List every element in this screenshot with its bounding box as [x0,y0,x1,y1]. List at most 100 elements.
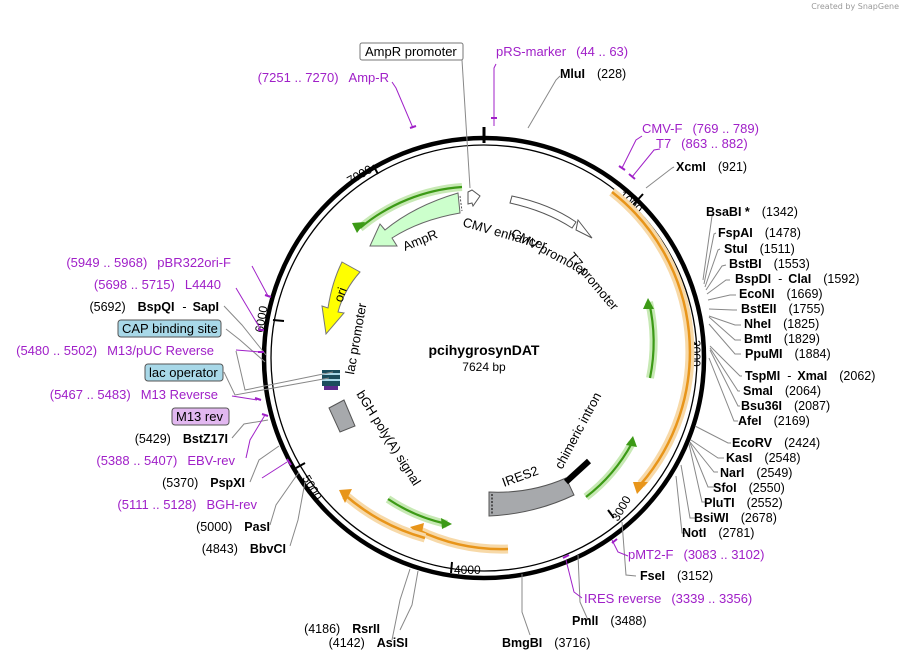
svg-text:BmtI(1829): BmtI(1829) [744,332,820,346]
m13-rev-label: M13 rev [176,409,223,424]
tick-label-6000: 6000 [252,304,270,333]
chimeric-intron-marker [563,458,592,485]
tick-label-4000: 4000 [454,563,481,577]
svg-text:(5949 .. 5968)pBR322ori-F: (5949 .. 5968)pBR322ori-F [66,255,231,270]
svg-text:SfoI(2550): SfoI(2550) [713,481,785,495]
site-tspmi-pos: (2062) [839,369,875,383]
site-bstz17i-pos: (5429) [135,432,171,446]
lac-operator-box [322,370,340,390]
svg-text:Bsu36I(2087): Bsu36I(2087) [741,399,830,413]
primer-ires-reverse-range: (3339 .. 3356) [671,591,752,606]
site-pmli: PmlI [572,614,598,628]
ampr-promoter-box-label: AmpR promoter [365,44,457,59]
site-xmai: XmaI [797,369,827,383]
svg-text:FspAI(1478): FspAI(1478) [718,226,801,240]
site-kasi: KasI [726,451,752,465]
svg-text:BspDI-ClaI(1592): BspDI-ClaI(1592) [735,272,859,286]
plasmid-name: pcihygrosynDAT [429,342,540,358]
svg-text:(5698 .. 5715)L4440: (5698 .. 5715)L4440 [94,277,221,292]
site-bsiwi: BsiWI [694,511,729,525]
ampr-label: AmpR [401,226,440,253]
primer-pmt2-f: pMT2-F [628,547,674,562]
svg-text:XcmI(921): XcmI (921) [676,160,747,174]
svg-text:CMV-F(769 .. 789): CMV-F(769 .. 789) [642,121,759,136]
site-bsu36i: Bsu36I [741,399,782,413]
svg-text:MluI(228): MluI(228) [560,67,626,81]
site-bsabi: BsaBI * [706,205,750,219]
site-smai-pos: (2064) [785,384,821,398]
site-ppumi-pos: (1884) [795,347,831,361]
primer-pbr322ori-f-range: (5949 .. 5968) [66,255,147,270]
svg-text:T7(863 .. 882): T7(863 .. 882) [656,136,748,151]
site-tspmi: TspMI [745,369,780,383]
site-xcmi-pos: (921) [718,160,747,174]
primer-m13-puc-reverse-range: (5480 .. 5502) [16,343,97,358]
site-ppumi: PpuMI [745,347,783,361]
site-xcmi: XcmI [676,160,706,174]
cap-binding-site-box: CAP binding site [117,319,222,338]
site-asisi-pos: (4142) [329,636,365,650]
svg-text:pMT2-F(3083 .. 3102): pMT2-F (3083 .. 3102) [628,547,764,562]
site-stui: StuI [724,242,748,256]
svg-text:(5388 .. 5407)EBV-rev: (5388 .. 5407)EBV-rev [96,453,235,468]
cmv-enhancer-arrow [509,195,577,229]
primer-bgh-rev: BGH-rev [206,497,257,512]
site-fsei-pos: (3152) [677,569,713,583]
site-smai: SmaI [743,384,773,398]
site-pmli-pos: (3488) [610,614,646,628]
site-pasi: PasI [244,520,270,534]
site-pspxi-pos: (5370) [162,476,198,490]
site-fspai-pos: (1478) [765,226,801,240]
svg-text:NotI(2781): NotI (2781) [682,526,754,540]
primer-cmv-f: CMV-F [642,121,683,136]
tick-label-7000: 7000 [345,162,375,188]
site-labels-left: (4142)AsiSI (4186)RsrII (4843)BbvCI (500… [89,300,408,650]
site-bmgbi: BmgBI [502,636,542,650]
site-afei-pos: (2169) [774,414,810,428]
site-pasi-pos: (5000) [196,520,232,534]
primer-labels: pRS-marker(44 .. 63) CMV-F(769 .. 789) T… [16,44,764,606]
svg-text:(4142)AsiSI: (4142)AsiSI [329,636,408,650]
svg-text:SmaI(2064): SmaI (2064) [743,384,821,398]
site-bsteii-pos: (1755) [788,302,824,316]
primer-l4440: L4440 [185,277,221,292]
tick-label-5000: 5000 [299,473,325,503]
primer-t7: T7 [656,136,671,151]
primer-ebv-rev: EBV-rev [187,453,235,468]
green-arrow-bottom [385,495,448,528]
site-econi-pos: (1669) [786,287,822,301]
site-bmti: BmtI [744,332,772,346]
bgh-polya-box [328,399,356,433]
site-noti-pos: (2781) [718,526,754,540]
lac-operator-label: lac operator [149,365,218,380]
primer-prs-marker: pRS-marker [496,44,567,59]
primer-markers [254,117,636,559]
site-bspdi: BspDI [735,272,771,286]
ori-arrow [321,261,361,336]
svg-text:KasI(2548): KasI(2548) [726,451,801,465]
site-ecorv-pos: (2424) [784,436,820,450]
svg-text:BstBI(1553): BstBI (1553) [729,257,810,271]
site-sapi: SapI [193,300,219,314]
primer-pmt2-f-range: (3083 .. 3102) [684,547,765,562]
site-nhei-pos: (1825) [783,317,819,331]
site-afei: AfeI [738,414,762,428]
site-bstbi-pos: (1553) [774,257,810,271]
svg-text:PluTI(2552): PluTI(2552) [704,496,783,510]
site-nhei: NheI [744,317,771,331]
primer-bgh-rev-range: (5111 .. 5128) [117,497,196,512]
snapgene-attribution: Created by SnapGene [811,2,899,11]
site-pspxi: PspXI [210,476,245,490]
svg-text:(5480 .. 5502)M13/pUC Reverse: (5480 .. 5502)M13/pUC Reverse [16,343,214,358]
svg-text:(5370)PspXI: (5370) PspXI [162,476,245,490]
site-labels-right: MluI(228) XcmI(921) BsaBI *(1342) FspAI(… [502,67,875,650]
site-bsiwi-pos: (2678) [741,511,777,525]
site-bstbi: BstBI [729,257,762,271]
site-noti: NotI [682,526,706,540]
svg-text:IRES reverse(3339 .. 3356): IRES reverse(3339 .. 3356) [584,591,752,606]
svg-text:(4843)BbvCI: (4843)BbvCI [202,542,286,556]
site-bsteii: BstEII [741,302,776,316]
svg-text:(5000)PasI: (5000) PasI [196,520,270,534]
primer-m13-reverse-range: (5467 .. 5483) [50,387,131,402]
primer-amp-r-range: (7251 .. 7270) [258,70,339,85]
